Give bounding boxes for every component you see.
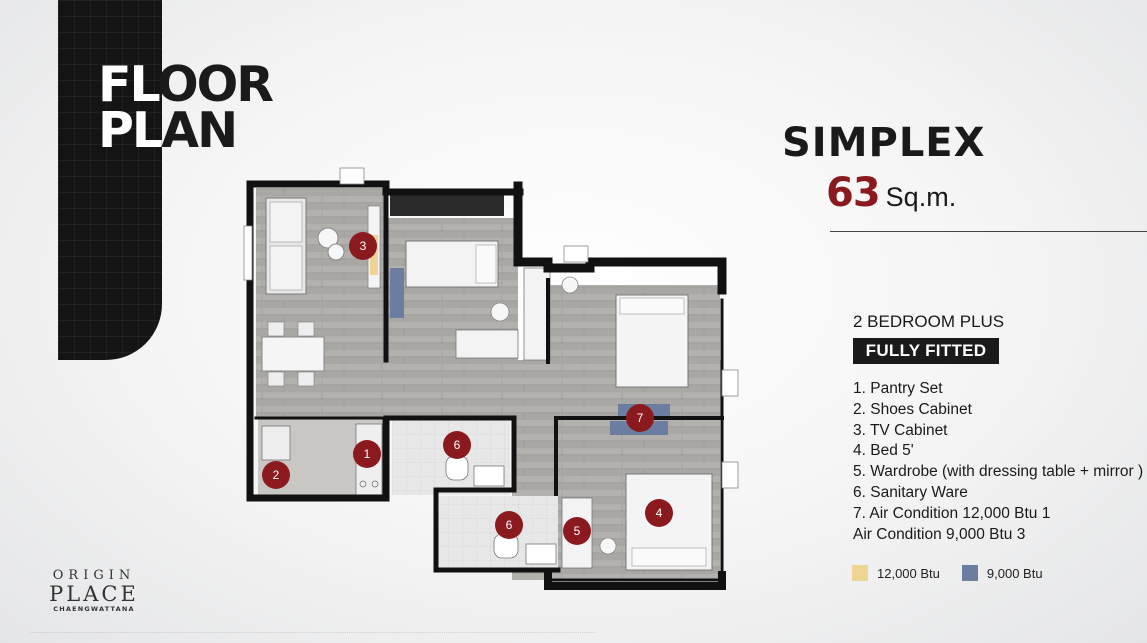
marker-2: 2 bbox=[262, 461, 290, 489]
marker-label: 2 bbox=[273, 468, 280, 482]
marker-label: 7 bbox=[637, 411, 644, 425]
feature-item: 2. Shoes Cabinet bbox=[853, 400, 972, 418]
disclaimer-text: ········································… bbox=[30, 630, 597, 636]
marker-6a: 6 bbox=[443, 431, 471, 459]
marker-label: 3 bbox=[360, 239, 367, 253]
title-line-1: FLOOR bbox=[98, 56, 274, 113]
unit-type: SIMPLEX bbox=[782, 120, 986, 166]
feature-item: 3. TV Cabinet bbox=[853, 421, 948, 439]
feature-item: Air Condition 9,000 Btu 3 bbox=[853, 525, 1026, 543]
marker-4: 4 bbox=[645, 499, 673, 527]
fully-fitted-badge: FULLY FITTED bbox=[853, 338, 999, 364]
brand-line-3: CHAENGWATTANA bbox=[53, 605, 135, 613]
features-list: 1. Pantry Set 2. Shoes Cabinet 3. TV Cab… bbox=[853, 379, 1143, 545]
layout-type: 2 BEDROOM PLUS bbox=[853, 312, 1005, 331]
brand-line-2: PLACE bbox=[49, 582, 139, 606]
marker-label: 6 bbox=[454, 438, 461, 452]
brand-line-1: ORIGIN bbox=[52, 568, 136, 583]
marker-5: 5 bbox=[563, 517, 591, 545]
living-area bbox=[261, 197, 381, 387]
marker-6b: 6 bbox=[495, 511, 523, 539]
area-value: 63 bbox=[826, 170, 881, 216]
feature-item: 7. Air Condition 12,000 Btu 1 bbox=[853, 504, 1051, 522]
brand-logo: ORIGIN PLACE CHAENGWATTANA bbox=[28, 568, 160, 613]
master-bedroom bbox=[523, 267, 689, 435]
marker-7: 7 bbox=[626, 404, 654, 432]
feature-item: 6. Sanitary Ware bbox=[853, 483, 968, 501]
marker-3: 3 bbox=[349, 232, 377, 260]
page-title: FLOOR PLAN bbox=[98, 60, 274, 155]
windows bbox=[243, 167, 739, 489]
legend-label-9000: 9,000 Btu bbox=[986, 565, 1043, 581]
feature-item: 5. Wardrobe (with dressing table + mirro… bbox=[853, 463, 1144, 481]
feature-item: 4. Bed 5' bbox=[853, 442, 914, 460]
title-line-2: PLAN bbox=[98, 102, 238, 159]
divider bbox=[830, 231, 1147, 232]
bathrooms bbox=[445, 455, 557, 565]
marker-label: 4 bbox=[656, 506, 663, 520]
legend-swatch-9000 bbox=[961, 565, 978, 581]
feature-item: 1. Pantry Set bbox=[853, 380, 943, 397]
marker-label: 1 bbox=[364, 447, 371, 461]
dark-banner bbox=[58, 0, 162, 360]
legend-label-12000: 12,000 Btu bbox=[877, 565, 940, 581]
area-unit: Sq.m. bbox=[885, 182, 957, 212]
ac-legend: 12,000 Btu 9,000 Btu bbox=[852, 565, 1043, 581]
plan-markers: 1 2 3 4 5 6 6 7 bbox=[262, 232, 673, 545]
marker-label: 5 bbox=[574, 524, 581, 538]
marker-label: 6 bbox=[506, 518, 513, 532]
legend-swatch-12000 bbox=[852, 565, 868, 581]
marker-1: 1 bbox=[353, 440, 381, 468]
